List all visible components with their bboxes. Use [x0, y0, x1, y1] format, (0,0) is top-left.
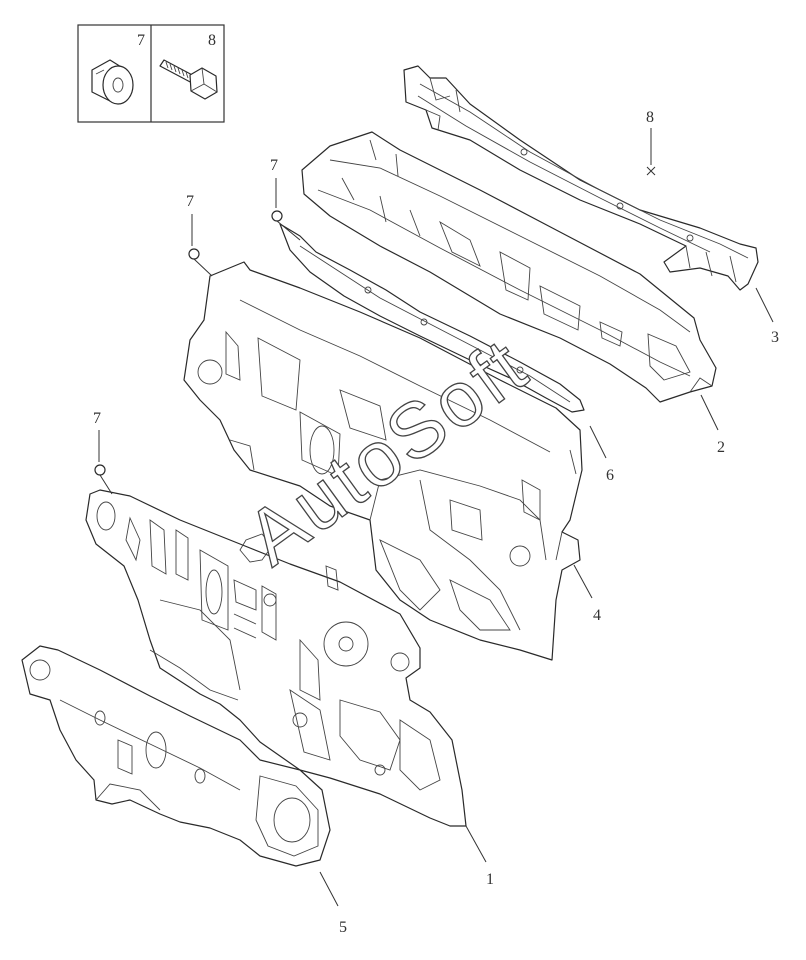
inset-number-7: 7 — [137, 32, 145, 49]
part-1-dash-insulator — [85, 489, 467, 827]
callout-4: 4 — [593, 607, 601, 624]
callout-7-dash: 7 — [186, 193, 194, 210]
callout-7-seal: 7 — [270, 157, 278, 174]
part-4-dash-panel — [183, 261, 583, 661]
callout-7-insulator: 7 — [93, 410, 101, 427]
callout-6: 6 — [606, 467, 614, 484]
flange-bolt-icon — [159, 59, 218, 100]
callout-1: 1 — [486, 871, 494, 888]
fastener-7-insulator — [94, 464, 106, 476]
callout-2: 2 — [717, 439, 725, 456]
part-2-cowl-top-panel — [301, 131, 717, 403]
fastener-7-seal — [271, 210, 283, 222]
fastener-7-dash — [188, 248, 200, 260]
callout-numbers: 8 3 2 6 4 7 7 7 1 5 — [93, 109, 779, 936]
part-6-seal-strip — [279, 223, 585, 413]
inset-number-8: 8 — [208, 32, 216, 49]
callout-8: 8 — [646, 109, 654, 126]
callout-5: 5 — [339, 919, 347, 936]
leader-lines — [98, 128, 774, 907]
fastener-inset: 7 8 — [77, 24, 225, 123]
part-3-cowl-upper-bar — [403, 65, 759, 291]
fastener-7-markers — [94, 210, 283, 476]
callout-3: 3 — [771, 329, 779, 346]
clip-fastener-icon — [91, 59, 134, 105]
part-5-lower-insulator — [21, 645, 331, 867]
